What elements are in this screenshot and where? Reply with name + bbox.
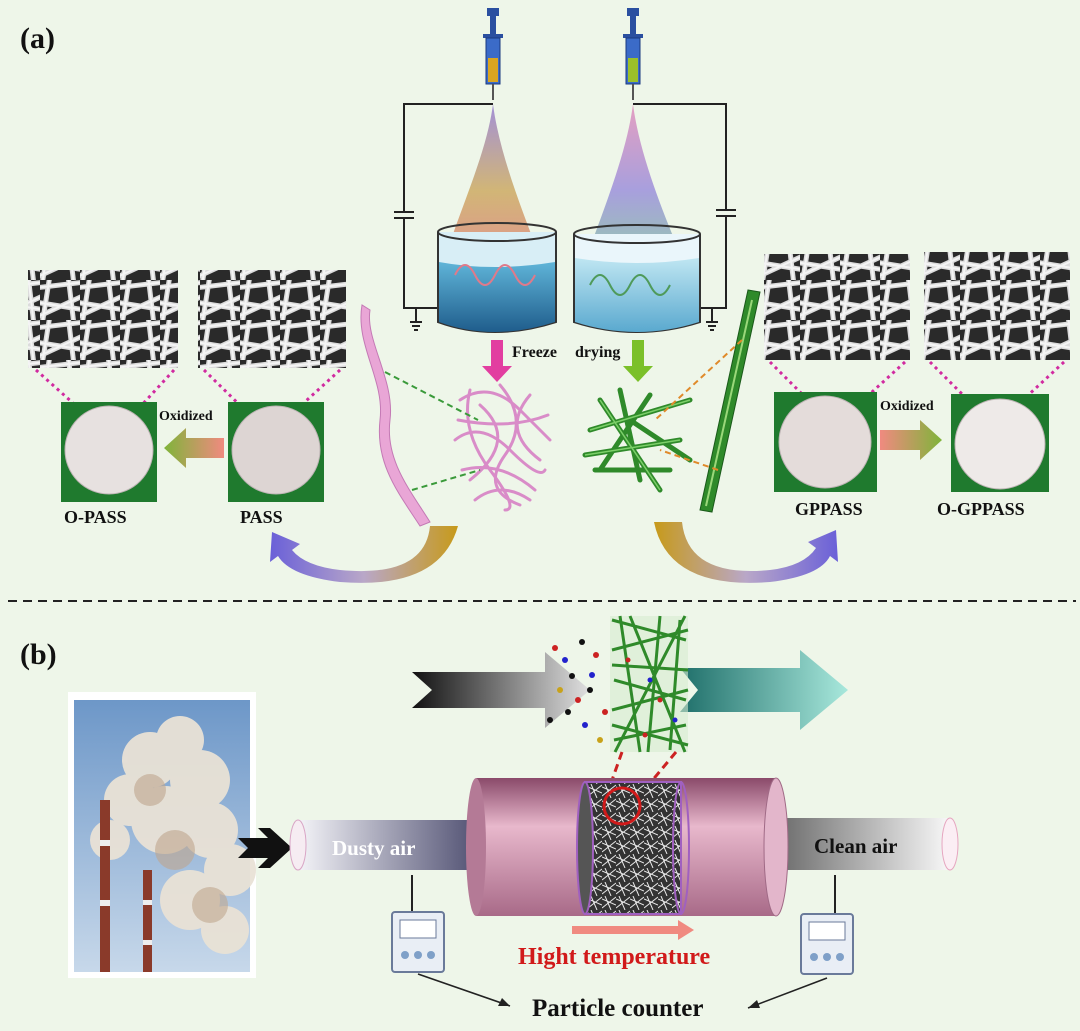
inlet-arrow-icon <box>238 828 292 868</box>
pink-single-fiber <box>360 304 431 527</box>
high-temperature-label: Hight temperature <box>518 944 711 970</box>
panel-b-label: (b) <box>20 638 57 671</box>
label-gppass: GPPASS <box>795 499 863 519</box>
particles-cluster <box>547 639 608 743</box>
fiber-filter-block <box>610 615 689 753</box>
clean-air-label: Clean air <box>814 834 897 858</box>
circuit-left <box>394 103 493 331</box>
label-o-gppass: O-GPPASS <box>937 499 1025 519</box>
circuit-right <box>633 103 736 331</box>
sem-image-pass <box>198 270 346 368</box>
oxidized-arrow-left-icon <box>164 428 224 468</box>
label-pass: PASS <box>240 507 283 527</box>
oxidized-label-right: Oxidized <box>880 399 934 414</box>
arrow-down-green-icon <box>623 340 653 382</box>
oxidized-arrow-right-icon <box>880 420 942 460</box>
pink-fiber-network <box>453 383 552 512</box>
outlet-tube <box>776 817 959 871</box>
oxidized-label-left: Oxidized <box>159 409 213 424</box>
curved-arrow-right-icon <box>654 522 838 583</box>
inlet-tube <box>289 819 468 871</box>
collection-bath-right <box>573 224 701 333</box>
collection-bath-left <box>437 222 557 333</box>
sem-image-gppass <box>764 254 910 360</box>
smokestack-photo <box>68 692 256 978</box>
curved-arrow-left-icon <box>270 526 458 583</box>
syringe-right-icon <box>623 8 643 100</box>
panel-a-label: (a) <box>20 22 55 55</box>
dusty-air-label: Dusty air <box>332 836 415 860</box>
syringe-left-icon <box>483 8 503 100</box>
filter-chamber-tube <box>466 777 789 917</box>
freeze-label: Freeze <box>512 344 557 361</box>
sample-photo-gppass <box>774 392 877 492</box>
sem-image-o-gppass <box>924 252 1070 360</box>
heat-arrow-icon <box>572 920 694 940</box>
label-o-pass: O-PASS <box>64 507 127 527</box>
particle-counter-label: Particle counter <box>532 995 703 1022</box>
drying-label: drying <box>575 344 620 361</box>
flow-arrow-out-icon <box>680 650 848 730</box>
particle-counter-right-icon <box>800 913 854 975</box>
electrospray-jet-right <box>580 104 690 276</box>
sem-image-o-pass <box>28 270 178 368</box>
particle-counter-left-icon <box>391 911 445 973</box>
sample-photo-o-pass <box>61 402 157 502</box>
sample-photo-pass <box>228 402 324 502</box>
sample-photo-o-gppass <box>951 394 1049 492</box>
arrow-down-pink-icon <box>482 340 512 382</box>
flow-arrow-in-icon <box>412 652 590 728</box>
